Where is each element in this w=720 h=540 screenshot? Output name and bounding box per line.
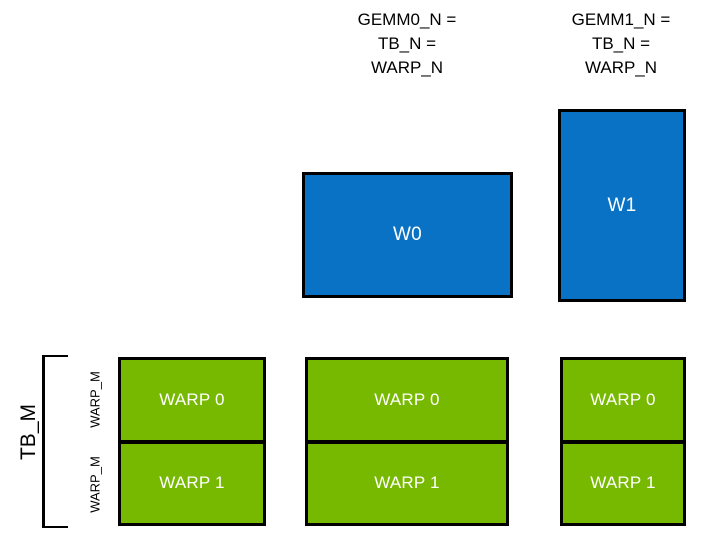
warp-m-cell-label: WARP 0 (159, 389, 225, 409)
warp-m-cell: WARP 1 (118, 441, 266, 526)
tb-m-axis-label: TB_M (17, 404, 40, 461)
warp-m-cell-label: WARP 1 (374, 473, 440, 493)
warp-m-axis-label-1: WARP_M (87, 456, 103, 513)
warp-m-cell: WARP 0 (305, 357, 509, 443)
warp-m-cell: WARP 0 (560, 357, 686, 443)
warp-m-cell: WARP 1 (305, 441, 509, 526)
header-gemm0-n: GEMM0_N = TB_N = WARP_N (357, 10, 457, 78)
header-gemm1-n: GEMM1_N = TB_N = WARP_N (571, 10, 671, 78)
tb-m-bracket (42, 355, 68, 528)
warp-m-cell: WARP 1 (560, 441, 686, 526)
warp-n-box-w1-label: W1 (607, 194, 637, 216)
warp-m-cell-label: WARP 1 (159, 473, 225, 493)
warp-m-cell-label: WARP 0 (590, 389, 656, 409)
warp-m-axis-label-0: WARP_M (87, 371, 103, 428)
warp-n-box-w0: W0 (302, 172, 513, 298)
warp-m-cell-label: WARP 0 (374, 389, 440, 409)
warp-m-column-1: WARP 0 WARP 1 (305, 357, 509, 526)
warp-n-box-w1: W1 (558, 109, 686, 302)
warp-m-cell-label: WARP 1 (590, 473, 656, 493)
warp-n-box-w0-label: W0 (393, 224, 422, 245)
warp-m-column-0: WARP 0 WARP 1 (118, 357, 266, 526)
warp-m-cell: WARP 0 (118, 357, 266, 443)
warp-m-column-2: WARP 0 WARP 1 (560, 357, 686, 526)
